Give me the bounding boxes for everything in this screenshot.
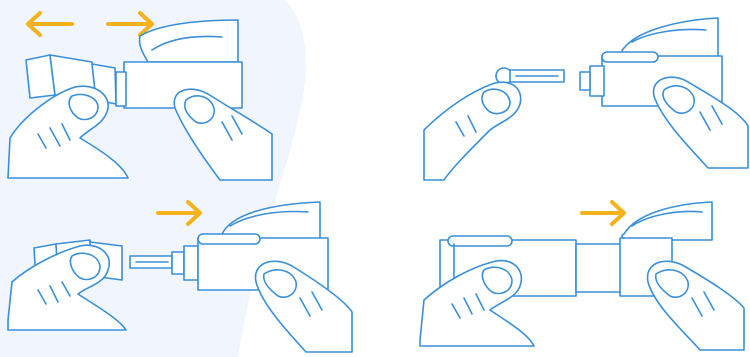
step-2-remove-key-icon bbox=[424, 18, 748, 180]
arrow-right-icon bbox=[582, 202, 624, 224]
step-4-close-icon bbox=[420, 202, 744, 350]
